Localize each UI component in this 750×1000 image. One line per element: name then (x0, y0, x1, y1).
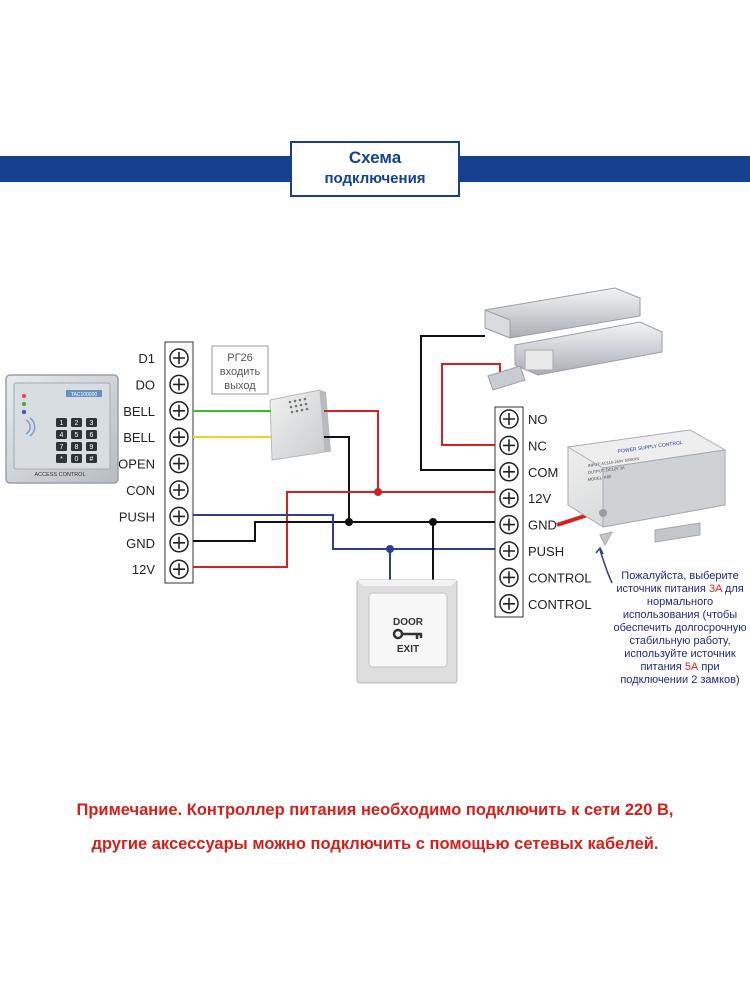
note-line3: нормального (646, 596, 714, 608)
right_terminals-label: GND (528, 518, 557, 533)
rg26-note-box (211, 345, 269, 395)
door-bell (269, 389, 331, 461)
left_terminals-label: GND (126, 536, 155, 551)
svg-text:#: # (90, 456, 94, 463)
screw-cross-icon (503, 492, 515, 505)
note-line7: используйте источник (624, 648, 736, 660)
svg-text:9: 9 (90, 444, 94, 451)
keypad-label: ACCESS CONTROL (34, 472, 85, 478)
screw-cross-icon (173, 404, 185, 417)
screw-cross-icon (173, 536, 185, 549)
magnetic-lock (484, 287, 663, 391)
keypad-brand: TAC100000 (71, 392, 98, 398)
exit-button-door-label: DOOR (393, 617, 424, 628)
key-icon (392, 628, 423, 640)
svg-text:4: 4 (60, 432, 64, 439)
svg-text:2: 2 (75, 420, 79, 427)
left_terminals-label: D1 (138, 351, 155, 366)
left-terminal-screws (169, 348, 189, 579)
keypad-keys: 1 2 3 4 5 6 7 8 9 * 0 # (56, 418, 97, 463)
left_terminals-label: OPEN (118, 457, 155, 472)
page-title-line1: Схема (348, 148, 402, 167)
screw-cross-icon (173, 457, 185, 470)
right_terminals-label: NO (528, 412, 548, 427)
right_terminals-label: NC (528, 438, 547, 453)
left_terminals-label: 12V (132, 562, 155, 577)
svg-text:8: 8 (75, 444, 79, 451)
screw-cross-icon (503, 439, 515, 452)
exit-button: DOOR EXIT (356, 579, 458, 684)
left_terminals-label: CON (126, 483, 155, 498)
note-line5: обеспечить долгосрочную (613, 622, 747, 634)
note-line2: источник питания 3A для (616, 583, 744, 595)
right_terminals-label: COM (528, 465, 558, 480)
screw-cross-icon (503, 413, 515, 425)
svg-text:0: 0 (75, 456, 79, 463)
rg26-note-line2: входить (220, 366, 261, 378)
footer-line2: другие аксессуары можно подключить с пом… (91, 835, 659, 853)
screw-cross-icon (503, 518, 515, 531)
screw-cross-icon (503, 545, 515, 557)
right_terminals-label: PUSH (528, 544, 564, 559)
access-keypad: TAC100000 1 2 3 4 5 6 7 8 9 * 0 # ACCESS… (5, 374, 119, 484)
svg-text:1: 1 (60, 420, 64, 427)
right_terminals-label: 12V (528, 491, 551, 506)
left_terminals-label: PUSH (119, 509, 155, 524)
power-supply-spec3: MODEL: K80 (587, 474, 612, 482)
screw-cross-icon (173, 510, 185, 523)
note-line4: использования (чтобы (622, 609, 738, 621)
screw-cross-icon (173, 484, 185, 496)
footer-note: Примечание. Контроллер питания необходим… (0, 793, 750, 861)
power-supply: POWER SUPPLY CONTROL INPUT: AC110-240V 5… (566, 429, 727, 547)
exit-button-exit-label: EXIT (397, 644, 419, 655)
screw-cross-icon (503, 571, 515, 584)
rg26-note-line3: выход (224, 380, 256, 392)
right-terminal-screws (499, 409, 519, 614)
screw-cross-icon (173, 378, 185, 391)
screw-cross-icon (173, 352, 185, 364)
footer-line1: Примечание. Контроллер питания необходим… (76, 801, 674, 819)
screw-cross-icon (503, 465, 515, 478)
note-line9: подключении 2 замков) (620, 674, 740, 686)
power-supply-note: Пожалуйста, выберите источник питания 3A… (610, 570, 750, 687)
rg26-note-line1: РГ26 (227, 352, 253, 364)
power-supply-spec2: OUTPUT: DC12V 3A (587, 465, 625, 475)
junction-dots (345, 488, 437, 553)
note-line6: стабильную работу, (629, 635, 731, 647)
left_terminals-label: BELL (123, 430, 155, 445)
left_terminals-label: DO (136, 377, 156, 392)
svg-text:5: 5 (75, 432, 79, 439)
svg-text:3: 3 (90, 420, 94, 427)
screw-cross-icon (173, 563, 185, 576)
page-title-line2: подключения (324, 170, 426, 187)
note-line1: Пожалуйста, выберите (621, 570, 739, 582)
svg-text:7: 7 (60, 444, 64, 451)
svg-text:6: 6 (90, 432, 94, 439)
screw-cross-icon (503, 597, 515, 610)
left_terminals-label: BELL (123, 404, 155, 419)
svg-text:*: * (60, 456, 63, 463)
note-line8: питания 5А при (640, 661, 720, 673)
screw-cross-icon (173, 431, 185, 444)
right-terminal-labels: NO NC COM 12V GND PUSH CONTROL CONTROL (528, 412, 592, 612)
wires (193, 335, 613, 584)
page-title: Схема подключения (290, 141, 460, 197)
right_terminals-label: CONTROL (528, 597, 592, 612)
right_terminals-label: CONTROL (528, 570, 592, 585)
